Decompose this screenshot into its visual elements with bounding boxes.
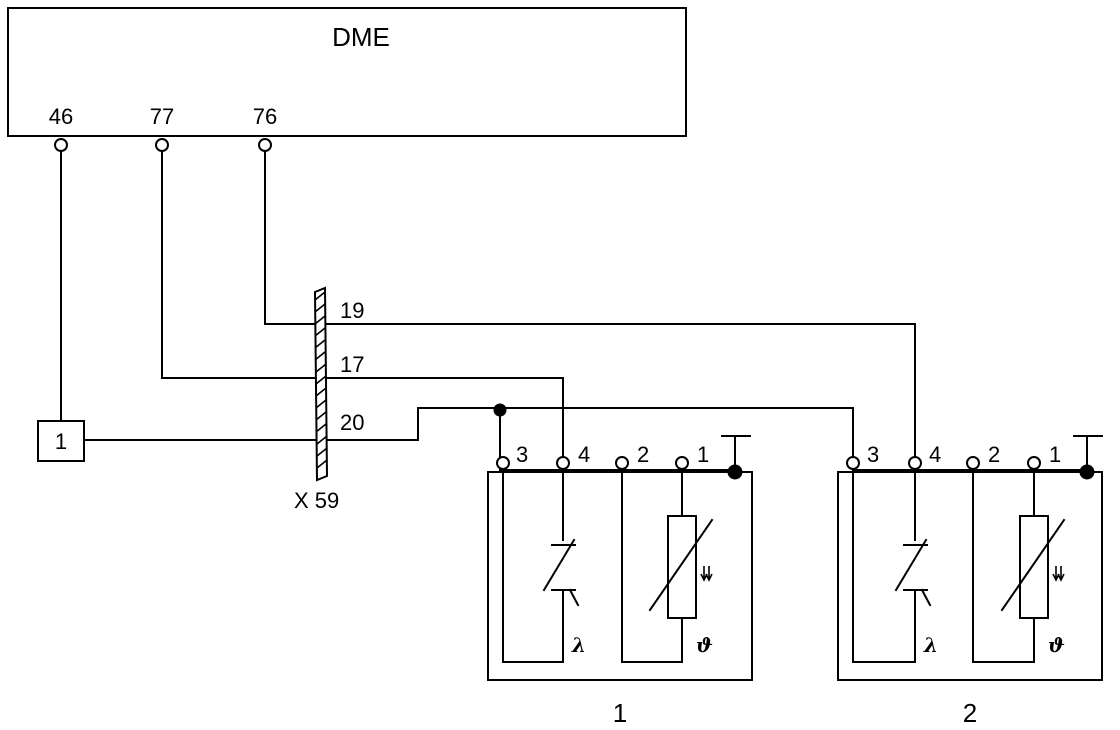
ground-symbol-icon <box>721 435 751 480</box>
sensor-2-lambda: λ <box>923 633 938 657</box>
connector-pin-17: 17 <box>340 352 364 377</box>
dme-title: DME <box>332 22 390 52</box>
connector-pin-icon <box>556 456 570 470</box>
connector-hatching <box>314 291 328 469</box>
sensor-1-theta: ϑ <box>696 633 713 657</box>
dme-pin-label-46: 46 <box>49 104 73 129</box>
sensor-1-lambda-loop <box>502 469 564 663</box>
sensor-2-theta: ϑ <box>1048 633 1065 657</box>
component-1-label: 1 <box>55 429 67 454</box>
sensor-2-caption: 2 <box>963 698 977 728</box>
sensor-2-pin-1: 1 <box>1049 442 1061 467</box>
oxygen-sensor-element-icon <box>542 538 580 626</box>
connector-pin-icon <box>966 456 980 470</box>
wire-junction-icon <box>493 403 507 417</box>
connector-pin-icon <box>258 138 272 152</box>
connector-pin-icon <box>615 456 629 470</box>
wire-77 <box>161 151 564 457</box>
component-1-box <box>37 420 85 462</box>
connector-pin-icon <box>54 138 68 152</box>
sensor-2-pin-4: 4 <box>929 442 941 467</box>
sensor-1-pin-1: 1 <box>697 442 709 467</box>
wire-76 <box>264 151 916 457</box>
sensor-2-lambda-loop <box>852 469 916 663</box>
connector-x59: 19 17 20 X 59 <box>294 286 364 513</box>
connector-pin-icon <box>155 138 169 152</box>
connector-pin-icon <box>908 456 922 470</box>
connector-pin-icon <box>675 456 689 470</box>
sensor-2-heater-loop <box>972 469 1035 663</box>
sensor-2-housing <box>837 471 1103 681</box>
oxygen-sensor-element-icon <box>894 538 932 626</box>
sensor-1-heater-loop <box>621 469 683 663</box>
dme-pins <box>54 138 272 152</box>
component-1: 1 <box>37 420 85 462</box>
connector-pin-20: 20 <box>340 410 364 435</box>
connector-pin-icon <box>1027 456 1041 470</box>
ground-symbol-icon <box>1073 435 1103 480</box>
sensor-1-pin-3: 3 <box>516 442 528 467</box>
connector-pin-icon <box>496 456 510 470</box>
sensor-2-pin-3: 3 <box>867 442 879 467</box>
sensor-1-housing <box>487 471 753 681</box>
sensor-1-caption: 1 <box>613 698 627 728</box>
sensor-2: λ ϑ 3 4 2 1 2 <box>837 435 1103 728</box>
wires <box>60 151 916 457</box>
wire-20-to-sensor-2 <box>499 407 854 457</box>
wire-20 <box>83 407 501 441</box>
dme-box <box>7 7 687 137</box>
sensor-1: λ ϑ 3 4 2 1 1 <box>487 435 753 728</box>
connector-label: X 59 <box>294 488 339 513</box>
sensor-1-lambda: λ <box>571 633 586 657</box>
sensor-1-pin-2: 2 <box>637 442 649 467</box>
connector-pin-icon <box>846 456 860 470</box>
sensor-2-pin-2: 2 <box>988 442 1000 467</box>
heater-resistor-icon <box>1000 515 1066 619</box>
heater-resistor-icon <box>648 515 714 619</box>
dme-pin-label-77: 77 <box>150 104 174 129</box>
sensor-1-pin-4: 4 <box>578 442 590 467</box>
connector-pin-19: 19 <box>340 298 364 323</box>
connector-strip <box>313 286 329 482</box>
dme-unit: DME 46 77 76 <box>7 7 687 137</box>
dme-pin-label-76: 76 <box>253 104 277 129</box>
